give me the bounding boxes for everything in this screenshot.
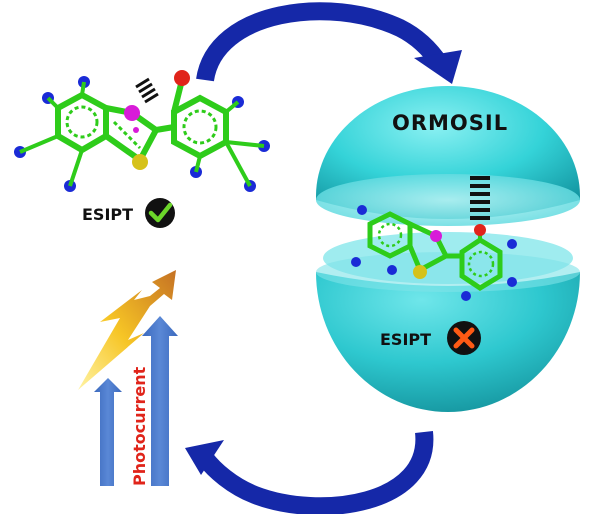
photocurrent-label: Photocurrent <box>130 366 149 486</box>
esipt-sphere-label: ESIPT <box>380 330 431 349</box>
photocurrent-bar-short <box>94 378 122 486</box>
molecule-inside <box>351 176 517 301</box>
ormosil-label: ORMOSIL <box>392 111 508 135</box>
photocurrent-bar-tall <box>142 316 178 486</box>
esipt-top-label: ESIPT <box>82 205 133 224</box>
cycle-arrow-top <box>196 2 462 84</box>
cycle-arrow-bottom <box>185 431 434 514</box>
zigzag-arrow <box>78 270 176 390</box>
oxygen-atom <box>174 70 190 86</box>
checkmark-icon <box>145 198 175 228</box>
cross-icon <box>447 321 481 355</box>
nitrogen-atom <box>124 105 140 121</box>
sulfur-atom <box>132 154 148 170</box>
molecule-top <box>14 70 270 192</box>
